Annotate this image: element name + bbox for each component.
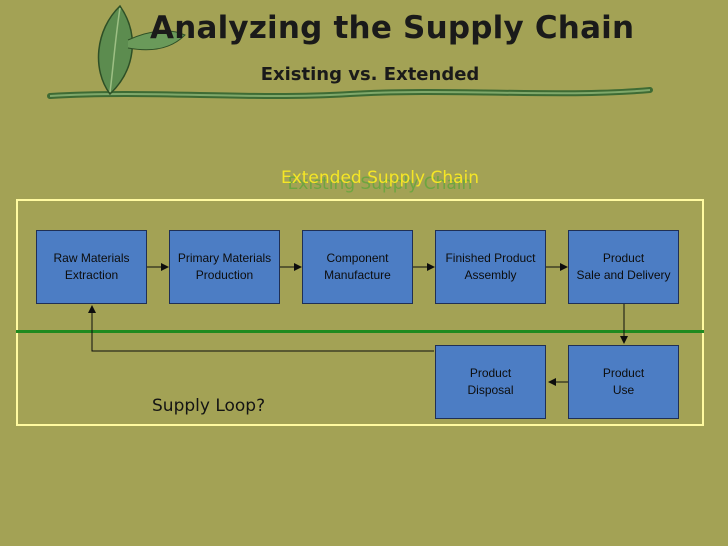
divider-line [16,330,704,333]
box-raw-materials-extraction: Raw Materials Extraction [36,230,147,304]
box-finished-product-assembly: Finished Product Assembly [435,230,546,304]
box-product-sale-delivery: Product Sale and Delivery [568,230,679,304]
extended-chain-frame [16,199,704,426]
box-product-disposal: Product Disposal [435,345,546,419]
extended-chain-label: Extended Supply Chain [280,168,480,188]
slide-subtitle: Existing vs. Extended [260,64,480,85]
existing-chain-label: Existing Supply Chain [287,174,473,194]
box-primary-materials-production: Primary Materials Production [169,230,280,304]
box-product-use: Product Use [568,345,679,419]
box-component-manufacture: Component Manufacture [302,230,413,304]
slide-title: Analyzing the Supply Chain [150,10,635,46]
supply-loop-label: Supply Loop? [152,396,266,416]
